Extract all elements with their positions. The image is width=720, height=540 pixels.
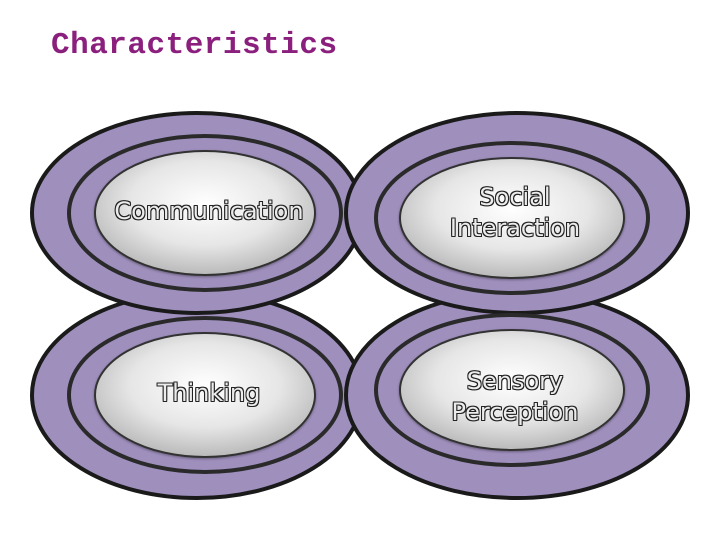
cell-label-communication: Communication: [114, 197, 304, 225]
cell-label-social-interaction: Social Interaction: [449, 183, 581, 242]
ring-inner-band-tr: [374, 141, 650, 295]
center-disc-tl: [94, 150, 316, 276]
center-disc-bl: [94, 332, 316, 458]
page-title: Characteristics: [51, 28, 338, 63]
cell-label-sensory-perception: Sensory Perception: [451, 367, 579, 426]
ring-inner-band-tl: [67, 134, 343, 292]
ring-inner-band-br: [374, 313, 650, 467]
center-disc-tr: [399, 157, 625, 279]
center-disc-br: [399, 329, 625, 451]
ring-inner-band-bl: [67, 316, 343, 474]
cell-label-thinking: Thinking: [157, 379, 261, 407]
